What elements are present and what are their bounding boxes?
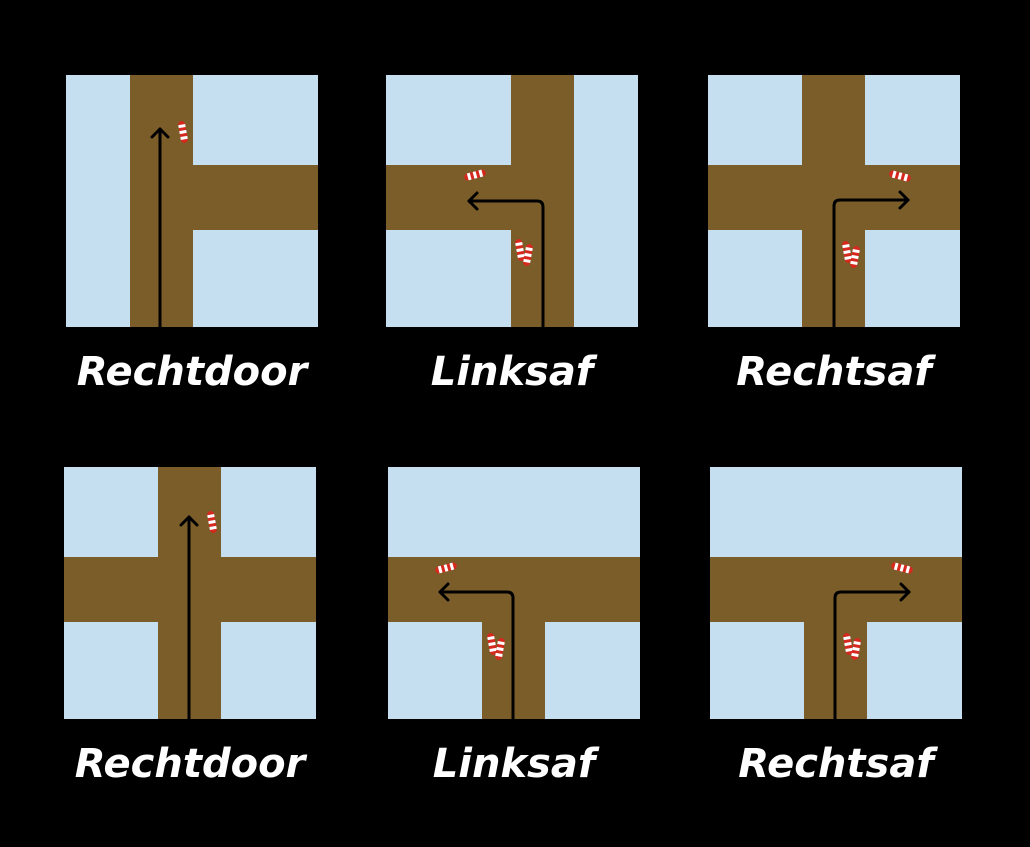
direction-arrow xyxy=(832,198,910,327)
arrowhead-icon xyxy=(179,515,199,527)
route-marker-straight-icon xyxy=(843,633,853,655)
road-segment xyxy=(193,165,318,230)
route-marker-turn-icon xyxy=(891,562,913,574)
route-marker-straight-icon xyxy=(178,121,188,143)
junction-panel-right-2 xyxy=(710,467,962,719)
route-marker-straight-icon xyxy=(842,241,852,263)
arrowhead-icon xyxy=(467,191,479,211)
arrowhead-icon xyxy=(438,582,450,602)
route-marker-straight-icon xyxy=(850,246,860,268)
junction-panel-left-2 xyxy=(388,467,640,719)
road-segment xyxy=(386,165,511,230)
junction-panel-straight-1 xyxy=(66,75,318,327)
direction-arrow xyxy=(833,590,911,719)
arrowhead-icon xyxy=(898,190,910,210)
arrowhead-icon xyxy=(150,127,170,139)
direction-arrow xyxy=(467,199,545,327)
panel-caption: Rechtdoor xyxy=(74,741,306,787)
junction-panel-right-1 xyxy=(708,75,960,327)
route-marker-straight-icon xyxy=(495,638,505,660)
panel-caption: Rechtsaf xyxy=(736,349,932,395)
direction-arrow xyxy=(438,590,515,719)
route-marker-straight-icon xyxy=(851,638,861,660)
panel-caption: Linksaf xyxy=(430,349,594,395)
route-marker-straight-icon xyxy=(515,239,525,261)
panel-caption: Linksaf xyxy=(432,741,596,787)
route-marker-turn-icon xyxy=(464,169,486,181)
panel-caption: Rechtsaf xyxy=(738,741,934,787)
panel-caption: Rechtdoor xyxy=(76,349,308,395)
route-marker-turn-icon xyxy=(435,562,457,574)
route-marker-straight-icon xyxy=(523,244,533,266)
junction-panel-straight-2 xyxy=(64,467,316,719)
junction-panel-left-1 xyxy=(386,75,638,327)
route-marker-turn-icon xyxy=(889,170,911,182)
arrowhead-icon xyxy=(899,582,911,602)
route-marker-straight-icon xyxy=(207,511,217,533)
route-marker-straight-icon xyxy=(487,633,497,655)
